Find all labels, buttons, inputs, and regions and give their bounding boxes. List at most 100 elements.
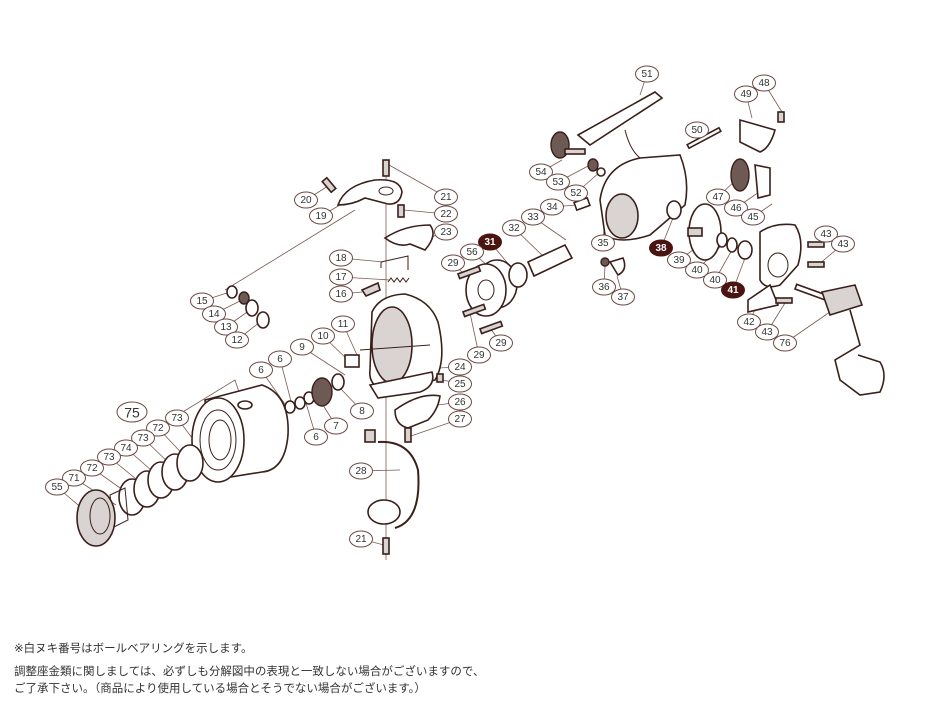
callout-badge (294, 191, 318, 209)
trip-pin-part (360, 281, 381, 297)
callout-38: 38 (649, 239, 673, 257)
callout-badge (667, 251, 691, 269)
callout-number: 52 (570, 188, 582, 199)
callout-number: 7 (333, 421, 339, 432)
rotor-cover-part (394, 394, 441, 429)
callout-badge (249, 361, 273, 379)
callout-badge (311, 327, 335, 345)
callout-number: 17 (335, 272, 347, 283)
callout-6: 6 (268, 350, 292, 368)
callout-badge (521, 208, 545, 226)
callout-number: 31 (484, 237, 496, 248)
screw-part (436, 373, 444, 383)
drag-washer-stack (109, 444, 204, 528)
callout-40: 40 (703, 271, 727, 289)
callout-number: 46 (730, 203, 742, 214)
screw-part (456, 265, 482, 280)
callout-6: 6 (304, 428, 328, 446)
callout-16: 16 (329, 285, 353, 303)
callout-badge (116, 401, 148, 423)
adjustment-note-line1: 調整座金類に関しましては、必ずしも分解図中の表現と一致しない場合がございますので… (14, 664, 485, 678)
callout-badge (214, 318, 238, 336)
callout-badge (324, 417, 348, 435)
callout-8: 8 (350, 402, 374, 420)
callout-42: 42 (737, 313, 761, 331)
callout-number: 40 (691, 265, 703, 276)
callout-number: 6 (258, 365, 264, 376)
callout-25: 25 (448, 375, 472, 393)
callout-7: 7 (324, 417, 348, 435)
callout-number: 73 (103, 452, 115, 463)
screw-part (777, 111, 785, 123)
callout-badge (434, 223, 458, 241)
callout-21: 21 (349, 530, 373, 548)
callout-53: 53 (546, 173, 570, 191)
callout-badge (448, 358, 472, 376)
screw-part (807, 241, 825, 248)
ball-bearing-badge (721, 281, 745, 299)
callout-badge (331, 315, 355, 333)
handle-part (793, 283, 885, 396)
callout-badge (489, 334, 513, 352)
callout-badge (734, 85, 758, 103)
callout-number: 49 (740, 89, 752, 100)
callout-badge (741, 208, 765, 226)
callout-number: 15 (196, 296, 208, 307)
callout-number: 10 (317, 331, 329, 342)
callout-54: 54 (529, 163, 553, 181)
callout-number: 54 (535, 167, 547, 178)
callout-number: 35 (597, 238, 609, 249)
screw-part (600, 257, 610, 267)
callout-27: 27 (448, 410, 472, 428)
screw-part (397, 204, 405, 218)
callout-29: 29 (489, 334, 513, 352)
callout-19: 19 (309, 207, 333, 225)
callout-number: 27 (454, 414, 466, 425)
callout-number: 33 (527, 212, 539, 223)
callout-number: 34 (546, 202, 558, 213)
callout-41: 41 (721, 281, 745, 299)
callout-12: 12 (225, 331, 249, 349)
callout-badge (448, 410, 472, 428)
leader-line-21 (388, 164, 447, 198)
callout-number: 42 (743, 317, 755, 328)
ball-bearing-badge (649, 239, 673, 257)
ball-bearing-note: ※白ヌキ番号はボールベアリングを示します。 (14, 641, 253, 655)
callout-number: 40 (709, 275, 721, 286)
spring-part (387, 277, 410, 283)
callout-badge (635, 65, 659, 83)
callout-39: 39 (667, 251, 691, 269)
callout-26: 26 (448, 393, 472, 411)
callout-number: 12 (231, 335, 243, 346)
callout-49: 49 (734, 85, 758, 103)
callout-badge (529, 163, 553, 181)
callout-badge (755, 323, 779, 341)
callout-number: 6 (277, 354, 283, 365)
side-cover-part (739, 118, 776, 153)
callout-badge (80, 459, 104, 477)
callout-number: 18 (335, 253, 347, 264)
callout-45: 45 (741, 208, 765, 226)
trip-lever-part (380, 255, 409, 270)
callout-badge (685, 261, 709, 279)
rotor-washers (284, 354, 360, 414)
callout-badge (114, 439, 138, 457)
callout-badge (97, 448, 121, 466)
callout-43: 43 (755, 323, 779, 341)
callout-badge (564, 184, 588, 202)
callout-badge (540, 198, 564, 216)
callout-47: 47 (706, 188, 730, 206)
callout-badge (329, 268, 353, 286)
callout-23: 23 (434, 223, 458, 241)
callout-56: 56 (460, 243, 484, 261)
callout-number: 38 (655, 243, 667, 254)
callout-46: 46 (724, 199, 748, 217)
callout-74: 74 (114, 439, 138, 457)
callout-badge (773, 334, 797, 352)
callout-badge (441, 254, 465, 272)
callout-badge (434, 205, 458, 223)
bearing-part (666, 200, 682, 220)
callout-number: 21 (355, 534, 367, 545)
